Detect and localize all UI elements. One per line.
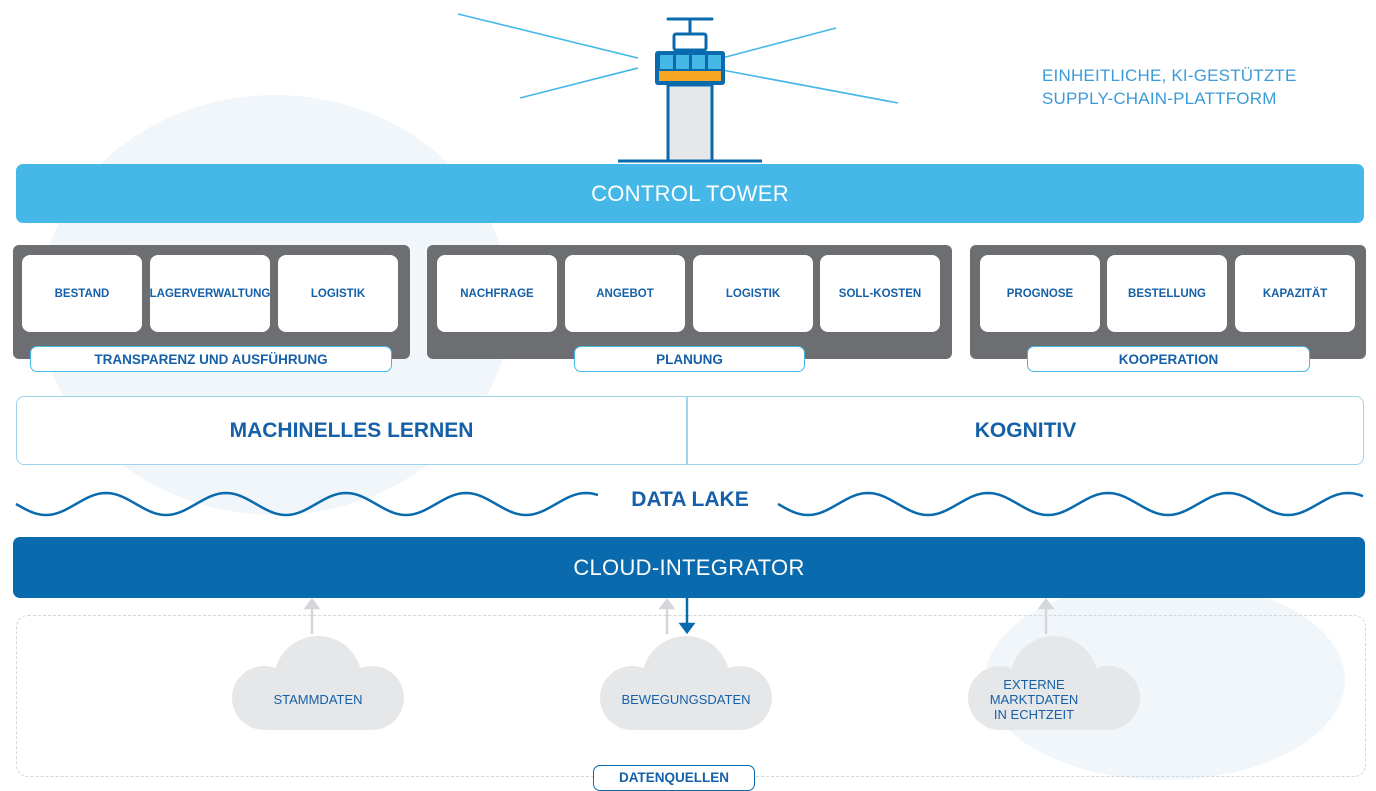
wave-right (777, 491, 1364, 517)
arrows-layer (303, 598, 1055, 635)
tile-kapazitaet: KAPAZITÄT (1235, 255, 1355, 332)
cloud-icon (600, 636, 772, 730)
source-stammdaten-line-1: STAMMDATEN (273, 692, 363, 707)
control-tower-bar: CONTROL TOWER (16, 164, 1364, 223)
headline-line-1: EINHEITLICHE, KI-GESTÜTZTE (1042, 66, 1297, 85)
tile-lagerverwaltung: LAGERVERWALTUNG (150, 255, 270, 332)
tile-logistik-execution: LOGISTIK (278, 255, 398, 332)
platform-headline: EINHEITLICHE, KI-GESTÜTZTE SUPPLY-CHAIN-… (1042, 64, 1342, 110)
machine-learning-label: MACHINELLES LERNEN (229, 418, 474, 442)
tile-bestand: BESTAND (22, 255, 142, 332)
wave-left (15, 491, 599, 517)
wave-line (15, 491, 1364, 517)
analytics-divider (686, 397, 688, 464)
cognitive-label: KOGNITIV (974, 418, 1077, 442)
tile-nachfrage: NACHFRAGE (437, 255, 557, 332)
source-marktdaten-line-2: MARKTDATEN (989, 692, 1079, 707)
tile-soll-kosten: SOLL-KOSTEN (820, 255, 940, 332)
analytics-layer: MACHINELLES LERNEN KOGNITIV (16, 396, 1364, 465)
group-planning: NACHFRAGE ANGEBOT LOGISTIK SOLL-KOSTEN P… (427, 245, 952, 372)
group-transparency: BESTAND LAGERVERWALTUNG LOGISTIK TRANSPA… (13, 245, 410, 372)
source-bewegungsdaten: BEWEGUNGSDATEN (596, 692, 776, 707)
tile-logistik-planning: LOGISTIK (693, 255, 813, 332)
group-label-planning: PLANUNG (574, 346, 805, 372)
source-marktdaten-line-1: EXTERNE (1003, 677, 1065, 692)
control-tower-icon (457, 13, 899, 163)
data-sources-label-text: DATENQUELLEN (619, 770, 729, 785)
group-label-transparency: TRANSPARENZ UND AUSFÜHRUNG (30, 346, 392, 372)
data-sources-label: DATENQUELLEN (593, 765, 755, 791)
tile-bestellung: BESTELLUNG (1107, 255, 1227, 332)
source-bewegungsdaten-line-1: BEWEGUNGSDATEN (621, 692, 751, 707)
source-stammdaten: STAMMDATEN (228, 692, 408, 707)
control-tower-label: CONTROL TOWER (591, 180, 789, 206)
group-label-cooperation: KOOPERATION (1027, 346, 1310, 372)
data-lake-label: DATA LAKE (608, 488, 772, 512)
tile-prognose: PROGNOSE (980, 255, 1100, 332)
cloud-integrator-bar: CLOUD-INTEGRATOR (13, 537, 1365, 598)
group-cooperation: PROGNOSE BESTELLUNG KAPAZITÄT KOOPERATIO… (970, 245, 1366, 372)
headline-line-2: SUPPLY-CHAIN-PLATTFORM (1042, 89, 1277, 108)
source-marktdaten: EXTERNE MARKTDATEN IN ECHTZEIT (964, 677, 1104, 722)
source-marktdaten-line-3: IN ECHTZEIT (993, 707, 1075, 722)
cloud-integrator-label: CLOUD-INTEGRATOR (573, 554, 805, 580)
tile-angebot: ANGEBOT (565, 255, 685, 332)
cloud-icon (968, 636, 1140, 730)
cloud-icon (232, 636, 404, 730)
